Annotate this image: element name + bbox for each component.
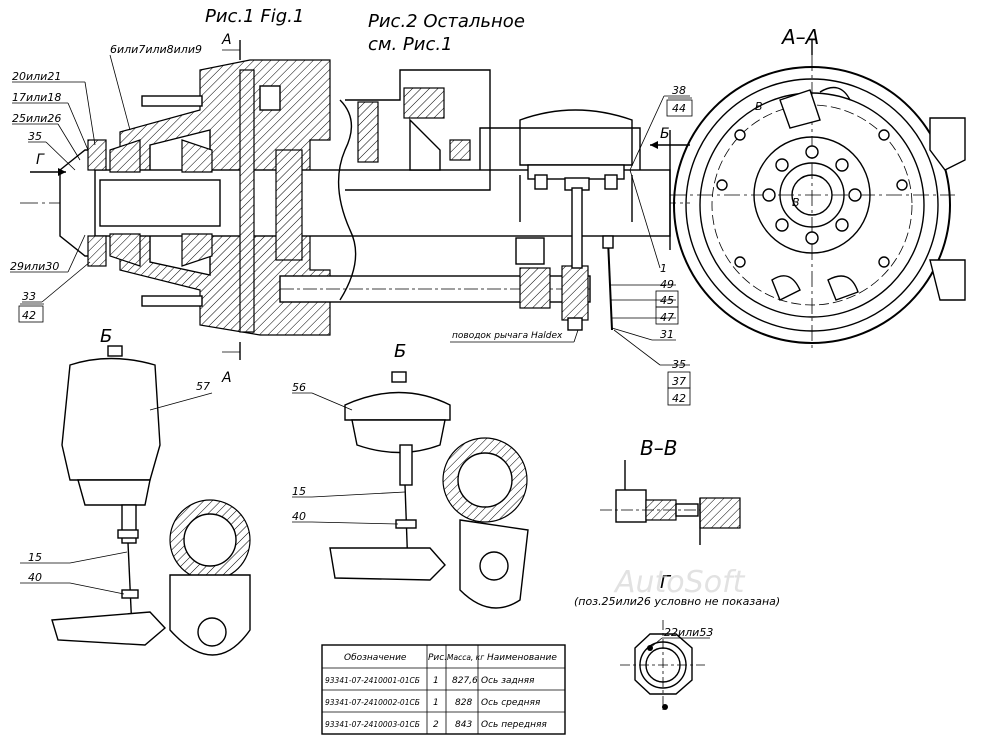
svg-text:1: 1 (433, 698, 439, 708)
svg-text:828: 828 (455, 698, 472, 708)
callout-31: 31 (660, 328, 674, 341)
callout-40-left: 40 (28, 571, 42, 584)
callout-6-9: 6или7или8или9 (110, 43, 202, 56)
callout-35-right: 35 (672, 358, 686, 371)
fig2-inset (345, 69, 491, 191)
svg-text:93341-07-2410002-01СБ: 93341-07-2410002-01СБ (325, 698, 420, 707)
title-view-g: Г (660, 572, 672, 593)
table-header-mass: Масса, кг (447, 653, 484, 662)
title-section-aa: А–А (780, 25, 819, 49)
svg-text:2: 2 (433, 720, 439, 730)
callout-15-left: 15 (28, 551, 42, 564)
spec-table: Обозначение Рис. Масса, кг Наименование … (321, 644, 566, 735)
title-view-b-left: Б (100, 326, 112, 347)
callout-1: 1 (660, 262, 667, 275)
callout-22-53: 22или53 (664, 626, 713, 639)
callout-labels: 6или7или8или9 20или21 17или18 25или26 35… (10, 43, 713, 639)
table-header-name: Наименование (487, 653, 557, 663)
callout-37: 37 (672, 375, 686, 388)
callout-49: 49 (660, 278, 674, 291)
callout-42-left: 42 (22, 309, 36, 322)
title-view-b-arrow: Б (660, 126, 670, 142)
v-mark-2: В (792, 196, 800, 209)
svg-text:93341-07-2410001-01СБ: 93341-07-2410001-01СБ (325, 676, 420, 685)
callout-38: 38 (672, 84, 686, 97)
callout-56: 56 (292, 381, 306, 394)
table-header-fig: Рис. (428, 653, 447, 663)
svg-text:Ось передняя: Ось передняя (481, 720, 547, 730)
cut-a-top: А (221, 32, 232, 48)
view-b-middle (329, 371, 529, 609)
callout-44: 44 (672, 102, 686, 115)
callout-20-21: 20или21 (12, 70, 61, 83)
callout-57: 57 (196, 380, 210, 393)
table-row: 93341-07-2410003-01СБ 2 843 Ось передняя (325, 720, 547, 730)
svg-text:843: 843 (455, 720, 472, 730)
arrow-g-label: Г (36, 152, 45, 168)
title-fig1: Рис.1 Fig.1 (205, 6, 304, 27)
svg-text:1: 1 (433, 676, 439, 686)
drawing-titles: Рис.1 Fig.1 Рис.2 Остальное см. Рис.1 А–… (36, 6, 819, 608)
title-fig2-line1: Рис.2 Остальное (368, 11, 525, 32)
section-aa-wheel (670, 40, 966, 350)
callout-47: 47 (660, 311, 674, 324)
wheel-bolts (762, 145, 862, 245)
callout-35-left: 35 (28, 130, 42, 143)
title-view-b-middle: Б (394, 341, 406, 362)
svg-text:Ось средняя: Ось средняя (481, 698, 541, 708)
table-row: 93341-07-2410002-01СБ 1 828 Ось средняя (325, 698, 541, 708)
callout-29-30: 29или30 (10, 260, 59, 273)
svg-text:93341-07-2410003-01СБ: 93341-07-2410003-01СБ (325, 720, 420, 729)
axle-hub-section (20, 40, 690, 360)
callout-17-18: 17или18 (12, 91, 61, 104)
callout-45: 45 (660, 294, 674, 307)
leader-lines (10, 54, 710, 649)
watermark-text: AutoSoft (613, 565, 746, 600)
callout-haldex: поводок рычага Haldex (452, 331, 563, 341)
brake-shoe-rivets (716, 129, 908, 268)
section-vv (600, 460, 741, 545)
svg-text:827,6: 827,6 (452, 676, 478, 686)
table-header-designation: Обозначение (344, 653, 407, 663)
view-b-left (51, 345, 251, 656)
svg-text:Ось задняя: Ось задняя (481, 676, 535, 686)
title-section-vv: В–В (640, 436, 677, 460)
view-g-note: (поз.25или26 условно не показана) (574, 595, 780, 608)
table-row: 93341-07-2410001-01СБ 1 827,6 Ось задняя (325, 676, 535, 686)
view-g-nut (620, 620, 705, 710)
callout-40-middle: 40 (292, 510, 306, 523)
v-mark-1: В (755, 100, 763, 113)
title-fig2-line2: см. Рис.1 (368, 34, 453, 55)
cut-a-bottom: А (221, 370, 232, 386)
callout-25-26: 25или26 (12, 112, 61, 125)
callout-33: 33 (22, 290, 36, 303)
callout-42-right: 42 (672, 392, 686, 405)
callout-15-middle: 15 (292, 485, 306, 498)
